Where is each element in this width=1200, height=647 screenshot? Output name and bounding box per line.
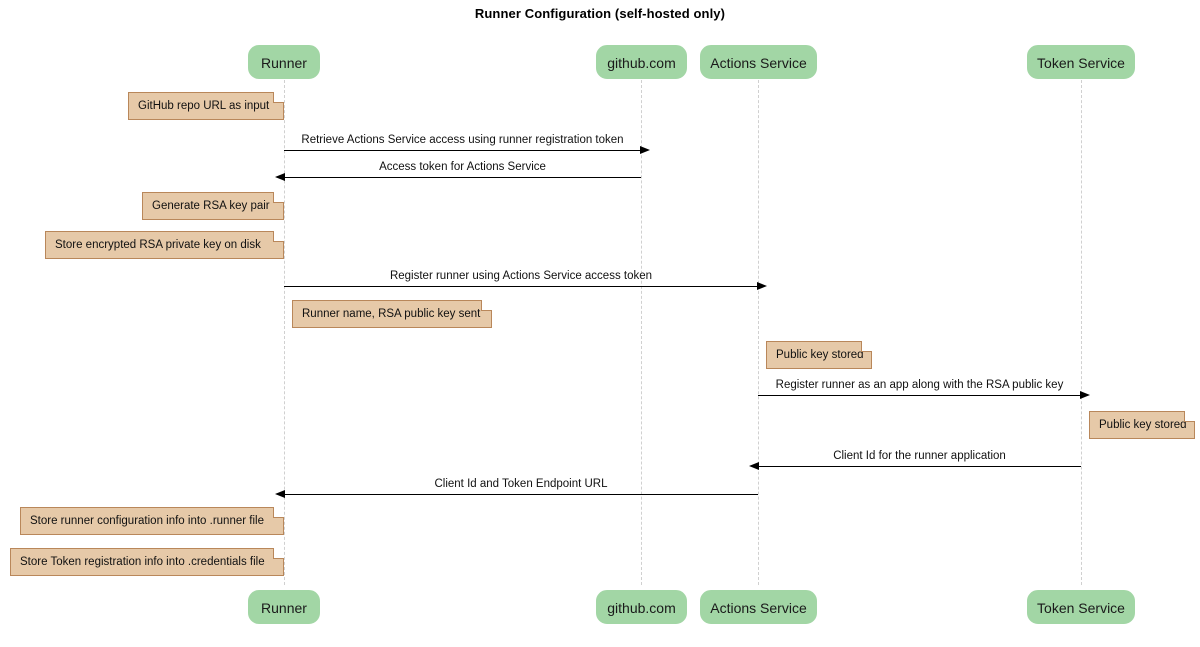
- participant-label: Actions Service: [710, 55, 807, 71]
- arrowhead-icon: [275, 173, 285, 181]
- msg-client-id-endpoint-label: Client Id and Token Endpoint URL: [434, 478, 608, 490]
- arrowhead-icon: [640, 146, 650, 154]
- note-fold-corner-icon: [273, 192, 284, 203]
- note-text: Public key stored: [776, 349, 864, 361]
- participant-label: github.com: [607, 600, 676, 616]
- note-text: Runner name, RSA public key sent: [302, 308, 481, 320]
- participant-github-top[interactable]: github.com: [596, 45, 687, 79]
- msg-client-id: Client Id for the runner application: [749, 450, 1081, 470]
- note-generate-rsa: Generate RSA key pair: [142, 192, 284, 220]
- note-store-private-key: Store encrypted RSA private key on disk: [45, 231, 284, 259]
- participant-label: Token Service: [1037, 55, 1125, 71]
- arrowhead-icon: [749, 462, 759, 470]
- note-text: Store runner configuration info into .ru…: [30, 515, 264, 527]
- msg-register-app: Register runner as an app along with the…: [758, 379, 1090, 399]
- note-fold-corner-icon: [273, 548, 284, 559]
- participant-label: Runner: [261, 55, 307, 71]
- participant-label: Actions Service: [710, 600, 807, 616]
- lifeline-runner: [284, 80, 285, 585]
- note-fold-corner-icon: [1184, 411, 1195, 422]
- note-store-runner-file: Store runner configuration info into .ru…: [20, 507, 284, 535]
- page-title: Runner Configuration (self-hosted only): [474, 6, 726, 21]
- note-public-key-actions: Public key stored: [766, 341, 872, 369]
- note-runner-name: Runner name, RSA public key sent: [292, 300, 492, 328]
- msg-retrieve-access-label: Retrieve Actions Service access using ru…: [301, 134, 624, 146]
- arrowhead-icon: [275, 490, 285, 498]
- lifeline-token: [1081, 80, 1082, 585]
- msg-client-id-endpoint: Client Id and Token Endpoint URL: [275, 478, 758, 498]
- note-fold-corner-icon: [481, 300, 492, 311]
- note-fold-corner-icon: [273, 92, 284, 103]
- note-text: Store Token registration info into .cred…: [20, 556, 265, 568]
- note-public-key-token: Public key stored: [1089, 411, 1195, 439]
- participant-github-bottom[interactable]: github.com: [596, 590, 687, 624]
- note-fold-corner-icon: [273, 231, 284, 242]
- participant-token-bottom[interactable]: Token Service: [1027, 590, 1135, 624]
- msg-access-token: Access token for Actions Service: [275, 161, 641, 181]
- note-text: Public key stored: [1099, 419, 1187, 431]
- participant-actions-top[interactable]: Actions Service: [700, 45, 817, 79]
- msg-register-runner-label: Register runner using Actions Service ac…: [389, 270, 653, 282]
- note-text: Store encrypted RSA private key on disk: [55, 239, 261, 251]
- participant-runner-top[interactable]: Runner: [248, 45, 320, 79]
- note-repo-url: GitHub repo URL as input: [128, 92, 284, 120]
- note-text: GitHub repo URL as input: [138, 100, 270, 112]
- lifeline-actions: [758, 80, 759, 585]
- arrowhead-icon: [757, 282, 767, 290]
- msg-register-runner: Register runner using Actions Service ac…: [284, 270, 767, 290]
- note-store-credentials-file: Store Token registration info into .cred…: [10, 548, 284, 576]
- msg-register-app-label: Register runner as an app along with the…: [775, 379, 1064, 391]
- participant-token-top[interactable]: Token Service: [1027, 45, 1135, 79]
- msg-client-id-label: Client Id for the runner application: [833, 450, 1006, 462]
- participant-label: Runner: [261, 600, 307, 616]
- note-fold-corner-icon: [861, 341, 872, 352]
- lifeline-github: [641, 80, 642, 585]
- arrowhead-icon: [1080, 391, 1090, 399]
- msg-retrieve-access: Retrieve Actions Service access using ru…: [284, 134, 650, 154]
- participant-label: github.com: [607, 55, 676, 71]
- note-fold-corner-icon: [273, 507, 284, 518]
- note-text: Generate RSA key pair: [152, 200, 270, 212]
- msg-access-token-label: Access token for Actions Service: [379, 161, 546, 173]
- participant-runner-bottom[interactable]: Runner: [248, 590, 320, 624]
- participant-actions-bottom[interactable]: Actions Service: [700, 590, 817, 624]
- participant-label: Token Service: [1037, 600, 1125, 616]
